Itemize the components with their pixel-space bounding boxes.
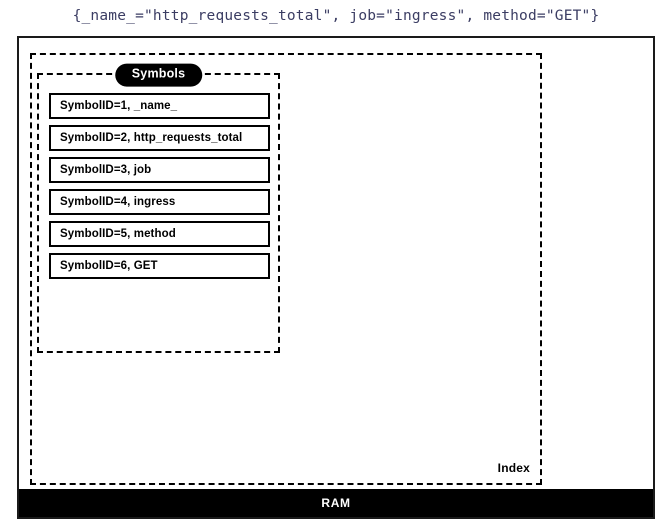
symbol-row-label: SymbolID=4, ingress (60, 196, 176, 208)
symbol-row-label: SymbolID=2, http_requests_total (60, 132, 243, 144)
symbol-row: SymbolID=2, http_requests_total (49, 125, 270, 151)
index-region: Symbols SymbolID=1, _name_ SymbolID=2, h… (30, 53, 542, 485)
memory-container: Symbols SymbolID=1, _name_ SymbolID=2, h… (17, 36, 655, 519)
index-label: Index (497, 461, 530, 475)
symbol-row: SymbolID=5, method (49, 221, 270, 247)
symbol-row-label: SymbolID=3, job (60, 164, 152, 176)
symbols-region: Symbols SymbolID=1, _name_ SymbolID=2, h… (37, 63, 280, 353)
symbol-row: SymbolID=4, ingress (49, 189, 270, 215)
symbols-badge: Symbols (114, 63, 203, 87)
symbol-row-label: SymbolID=5, method (60, 228, 176, 240)
symbol-row: SymbolID=6, GET (49, 253, 270, 279)
symbol-row: SymbolID=1, _name_ (49, 93, 270, 119)
ram-bar: RAM (19, 489, 653, 517)
symbol-list: SymbolID=1, _name_ SymbolID=2, http_requ… (49, 93, 270, 279)
symbol-row-label: SymbolID=1, _name_ (60, 100, 178, 112)
symbol-row: SymbolID=3, job (49, 157, 270, 183)
ram-label: RAM (321, 496, 351, 510)
symbol-row-label: SymbolID=6, GET (60, 260, 158, 272)
query-expression-title: {_name_="http_requests_total", job="ingr… (72, 8, 600, 24)
